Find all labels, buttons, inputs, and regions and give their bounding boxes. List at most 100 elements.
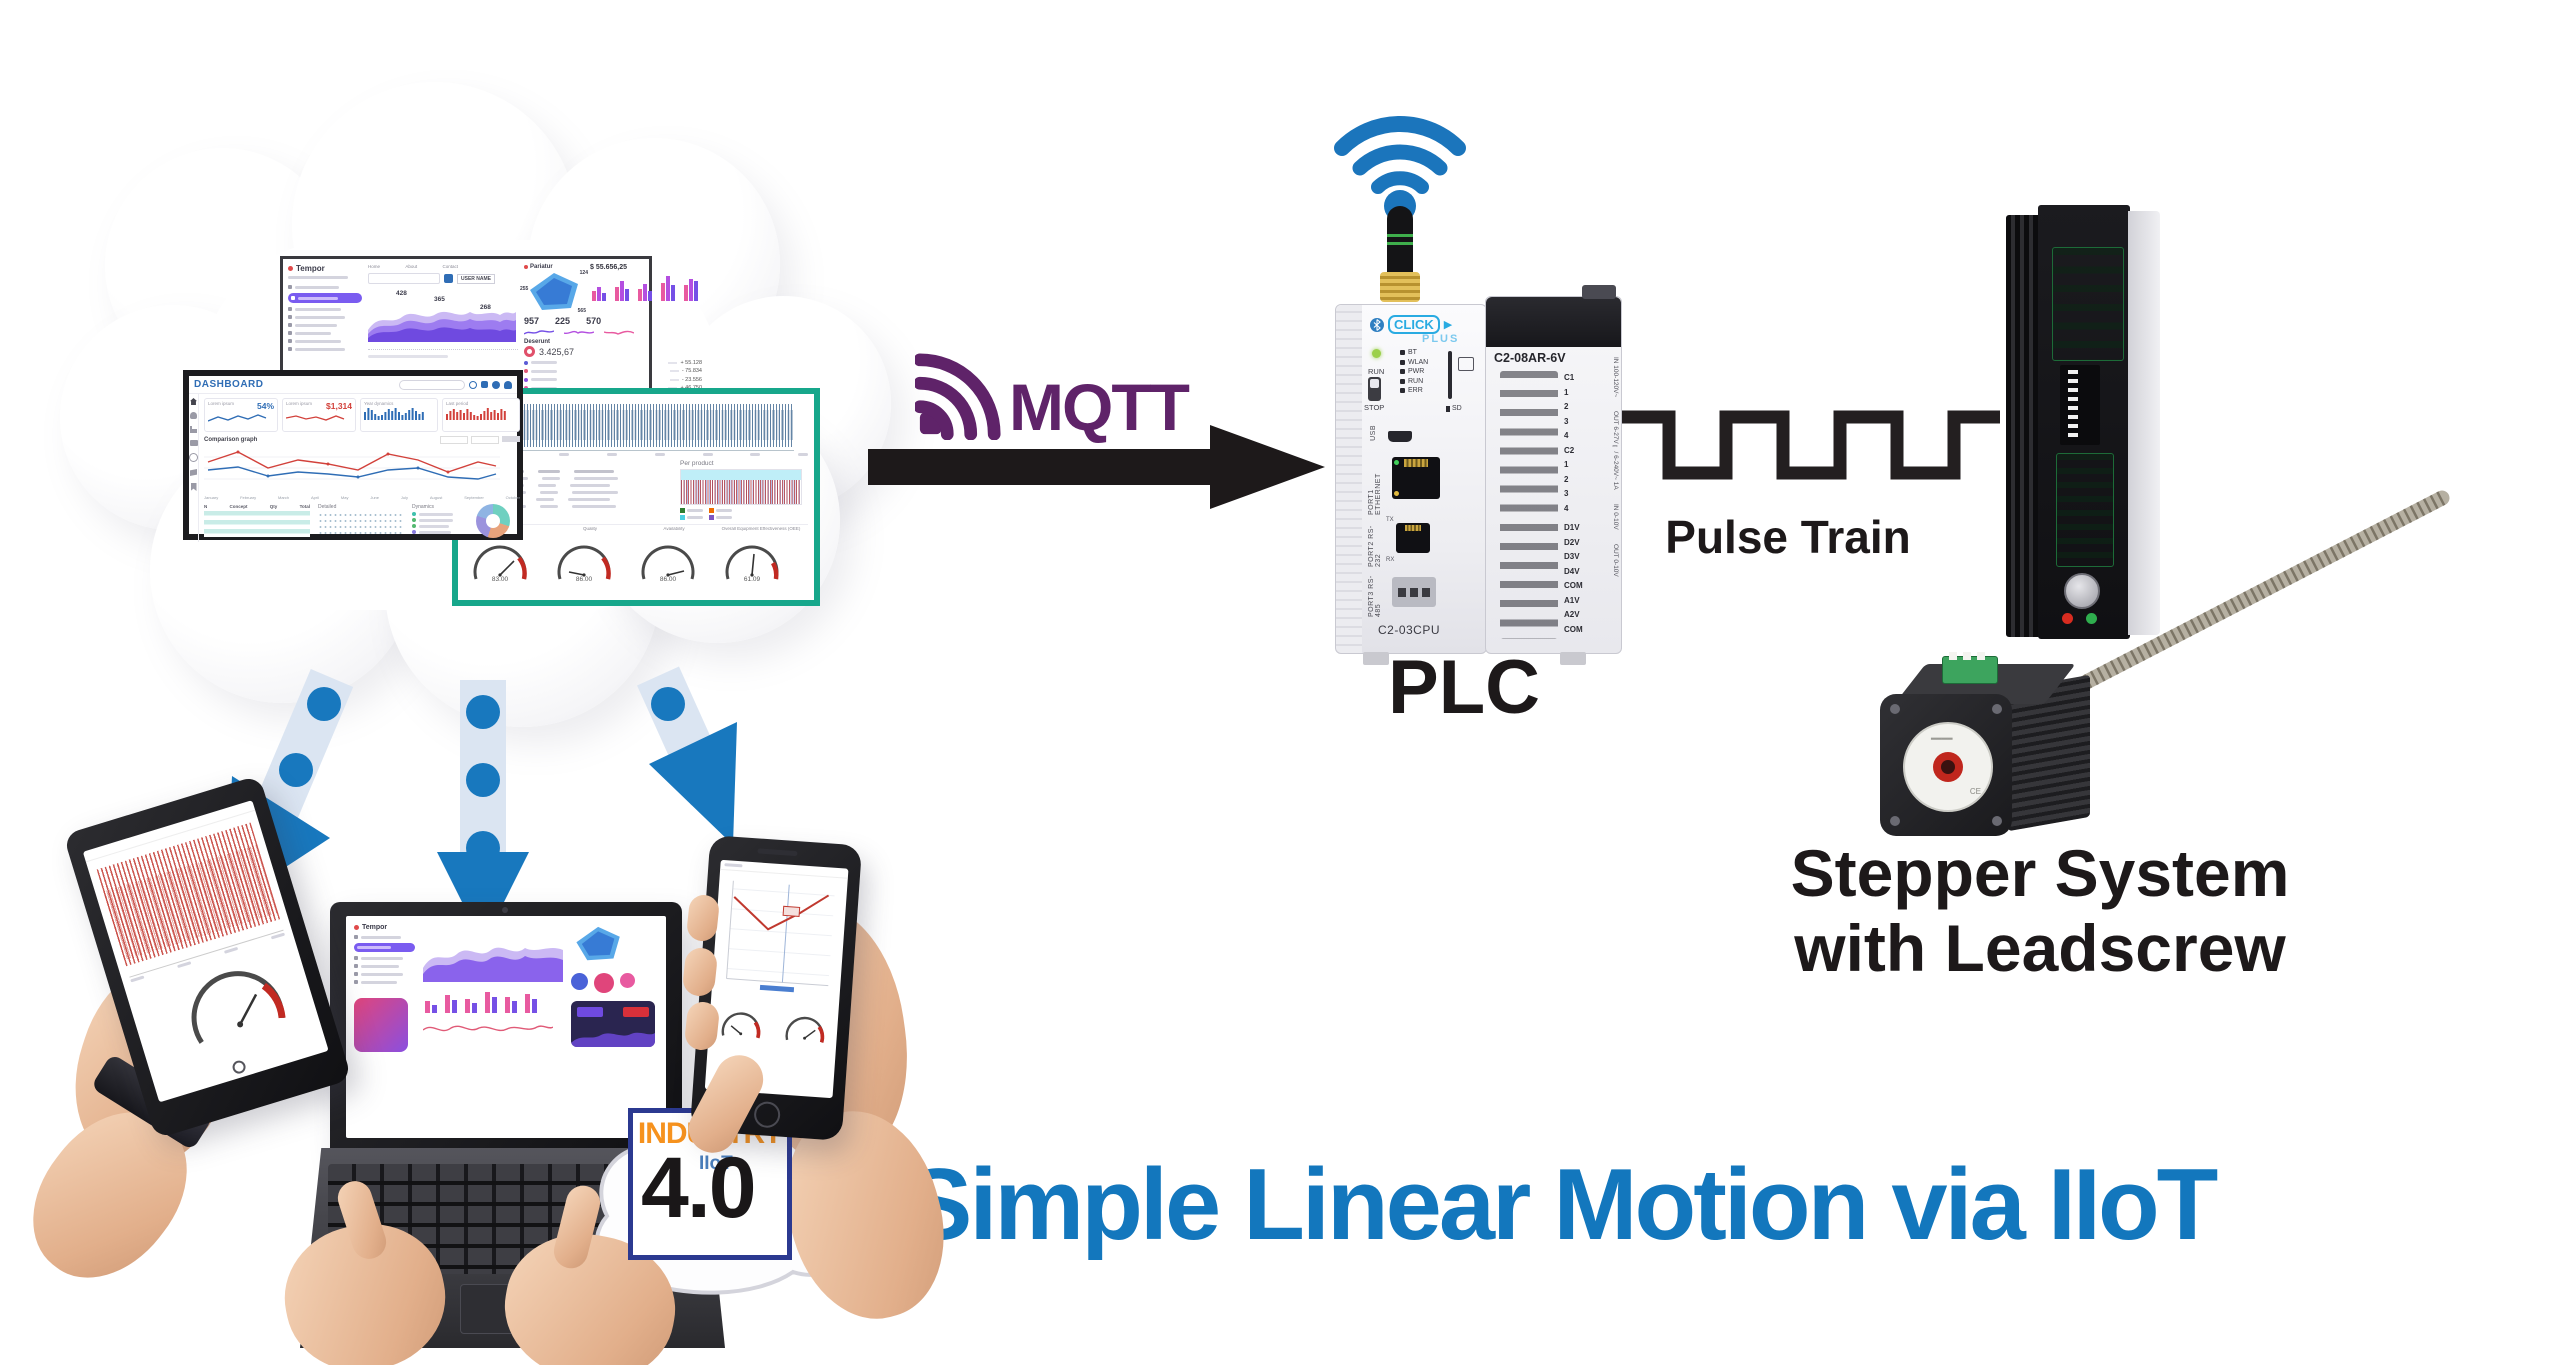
drive-top-terminal bbox=[2052, 247, 2124, 361]
stepper-drive bbox=[2000, 205, 2168, 650]
widget-value: 3.425,67 bbox=[539, 346, 575, 357]
area-value: 268 bbox=[480, 304, 491, 311]
gear-icon bbox=[492, 380, 500, 389]
card-icon bbox=[189, 440, 198, 446]
widget-title: Deserunt bbox=[524, 339, 551, 345]
iiot-word: IIoT bbox=[699, 1153, 733, 1174]
kpi-card: Year dynamics bbox=[360, 398, 438, 432]
laptop-area-chart bbox=[423, 947, 564, 982]
bookmark-icon bbox=[190, 483, 197, 491]
rs485-terminal bbox=[1392, 577, 1436, 607]
coin-icon bbox=[524, 346, 535, 357]
kpi-card: Last period bbox=[442, 398, 520, 432]
sd-label-row: SD bbox=[1446, 405, 1462, 412]
revenue-value: $ 55.656,25 bbox=[590, 264, 627, 271]
comparison-chart bbox=[204, 450, 500, 480]
ethernet-amber-led-icon bbox=[1394, 491, 1399, 496]
dashboard2-header: DASHBOARD bbox=[189, 376, 517, 394]
cloud-to-laptop-arrow bbox=[437, 680, 529, 944]
polygon-chart bbox=[530, 273, 578, 310]
svg-text:61.09: 61.09 bbox=[744, 576, 761, 583]
motor-shaft-ring bbox=[1933, 752, 1963, 782]
run-label: RUN bbox=[1368, 367, 1385, 376]
laptop: Tempor bbox=[330, 902, 682, 1152]
filter-control bbox=[440, 436, 468, 444]
drive-side-panel bbox=[2128, 211, 2160, 635]
io-module-cap bbox=[1486, 297, 1621, 347]
sd-label: SD bbox=[1452, 405, 1462, 412]
plc-brand-arrow-icon: ▶ bbox=[1443, 319, 1453, 331]
plc-label: PLC bbox=[1388, 645, 1540, 730]
motor-connector bbox=[1942, 652, 1998, 684]
upload-icon bbox=[481, 381, 488, 388]
per-product-panel: Per product bbox=[680, 460, 808, 520]
plc-io-model: C2-08AR-6V bbox=[1494, 351, 1566, 365]
search-icon bbox=[469, 380, 477, 389]
radar-value: 255 bbox=[520, 286, 529, 292]
per-product-title: Per product bbox=[680, 460, 714, 467]
laptop-screen: Tempor bbox=[346, 916, 666, 1138]
tablet bbox=[62, 774, 353, 1140]
cloud-to-phone-arrow bbox=[637, 666, 737, 845]
mqtt-label: MQTT bbox=[1009, 370, 1190, 444]
motor-label-face: ▂▂▂▂ CE bbox=[1903, 722, 1993, 812]
dashboard1-app-name: Tempor bbox=[296, 264, 325, 273]
gauge: 83.00 bbox=[473, 545, 527, 583]
drive-heatsink bbox=[2006, 215, 2042, 637]
run-stop-switch bbox=[1368, 377, 1381, 401]
radar-value: 124 bbox=[579, 270, 588, 276]
io-terminal-strip bbox=[1500, 371, 1558, 639]
din-tab bbox=[1560, 652, 1586, 665]
phone-gauge bbox=[785, 1016, 825, 1043]
share-icon bbox=[190, 469, 197, 476]
dashboard1-right: Pariatur 124 255 565 $ 55.656,25 bbox=[520, 264, 702, 391]
clock-icon bbox=[189, 453, 198, 462]
mqtt-signal-icon bbox=[915, 353, 1001, 440]
antenna-sma-connector bbox=[1380, 272, 1420, 302]
phone-screen bbox=[704, 859, 849, 1099]
svg-text:86.00: 86.00 bbox=[660, 576, 677, 583]
bar-chart bbox=[592, 276, 698, 301]
drive-rotary-switch bbox=[2064, 573, 2100, 609]
rx-label: RX bbox=[1386, 557, 1395, 563]
svg-text:86.00: 86.00 bbox=[576, 576, 593, 583]
radar-value: 565 bbox=[577, 308, 586, 314]
mqtt-arrow bbox=[868, 425, 1325, 509]
drive-green-led-icon bbox=[2086, 613, 2097, 624]
tx-label: TX bbox=[1386, 517, 1394, 523]
filter-control bbox=[471, 436, 499, 444]
home-icon bbox=[190, 398, 197, 405]
stop-label: STOP bbox=[1364, 403, 1385, 412]
usb-port bbox=[1388, 431, 1412, 442]
gauges-row: 83.00 Quality 86.00 Availability 86.00 bbox=[464, 524, 808, 588]
plc-vent-side bbox=[1336, 305, 1362, 653]
dark-widget-card bbox=[571, 1001, 656, 1047]
dashboard1-user: USER NAME bbox=[457, 273, 496, 284]
tablet-home-button bbox=[230, 1058, 248, 1076]
drive-dip-switches bbox=[2060, 365, 2100, 445]
power-led-icon bbox=[1372, 349, 1381, 358]
user-icon bbox=[190, 412, 197, 419]
phone-gauge bbox=[721, 1012, 761, 1039]
sd-card-slot bbox=[1448, 351, 1452, 399]
per-product-chart bbox=[680, 469, 802, 505]
search-input bbox=[399, 379, 465, 390]
radar-title: Pariatur bbox=[530, 264, 553, 270]
logo-dot-icon bbox=[288, 266, 293, 271]
motor-screw-icon bbox=[1890, 816, 1900, 826]
gauge: 86.00 bbox=[557, 545, 611, 583]
plc-brand-sub: PLUS bbox=[1422, 333, 1460, 345]
phone bbox=[689, 835, 863, 1141]
